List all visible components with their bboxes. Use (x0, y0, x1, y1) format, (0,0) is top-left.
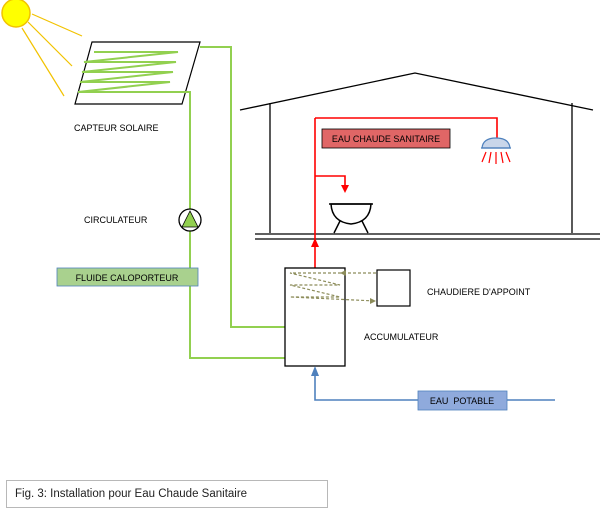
hot-water-label: EAU CHAUDE SANITAIRE (332, 134, 440, 144)
sun-icon (1, 0, 83, 97)
washbasin-icon (329, 203, 373, 234)
collector-label: CAPTEUR SOLAIRE (74, 123, 159, 133)
arrow-up-icon (311, 238, 319, 247)
figure-caption: Fig. 3: Installation pour Eau Chaude San… (15, 488, 248, 500)
boiler-link-pipes (289, 272, 377, 302)
potable-label: EAU POTABLE (430, 396, 494, 406)
hot-water-label-box (321, 128, 451, 149)
arrow-down-icon (341, 185, 349, 193)
backup-boiler (376, 269, 411, 307)
fluid-label-box (56, 267, 199, 287)
potable-label-box (417, 390, 508, 411)
figure-caption-box: Fig. 3: Installation pour Eau Chaude San… (6, 480, 328, 508)
boiler-label: CHAUDIERE D'APPOINT (427, 287, 531, 297)
building-outline (239, 72, 600, 240)
circulator-pump-icon (178, 208, 202, 232)
circulator-label: CIRCULATEUR (84, 215, 148, 225)
shower-head-icon (481, 137, 511, 164)
arrow-up-icon (311, 366, 319, 376)
accumulator-tank (284, 267, 346, 367)
fluid-label: FLUIDE CALOPORTEUR (76, 273, 179, 283)
arrow-right-icon (370, 298, 376, 304)
solar-collector (74, 41, 201, 105)
accumulator-label: ACCUMULATEUR (364, 332, 439, 342)
arrow-left-icon (340, 270, 346, 276)
